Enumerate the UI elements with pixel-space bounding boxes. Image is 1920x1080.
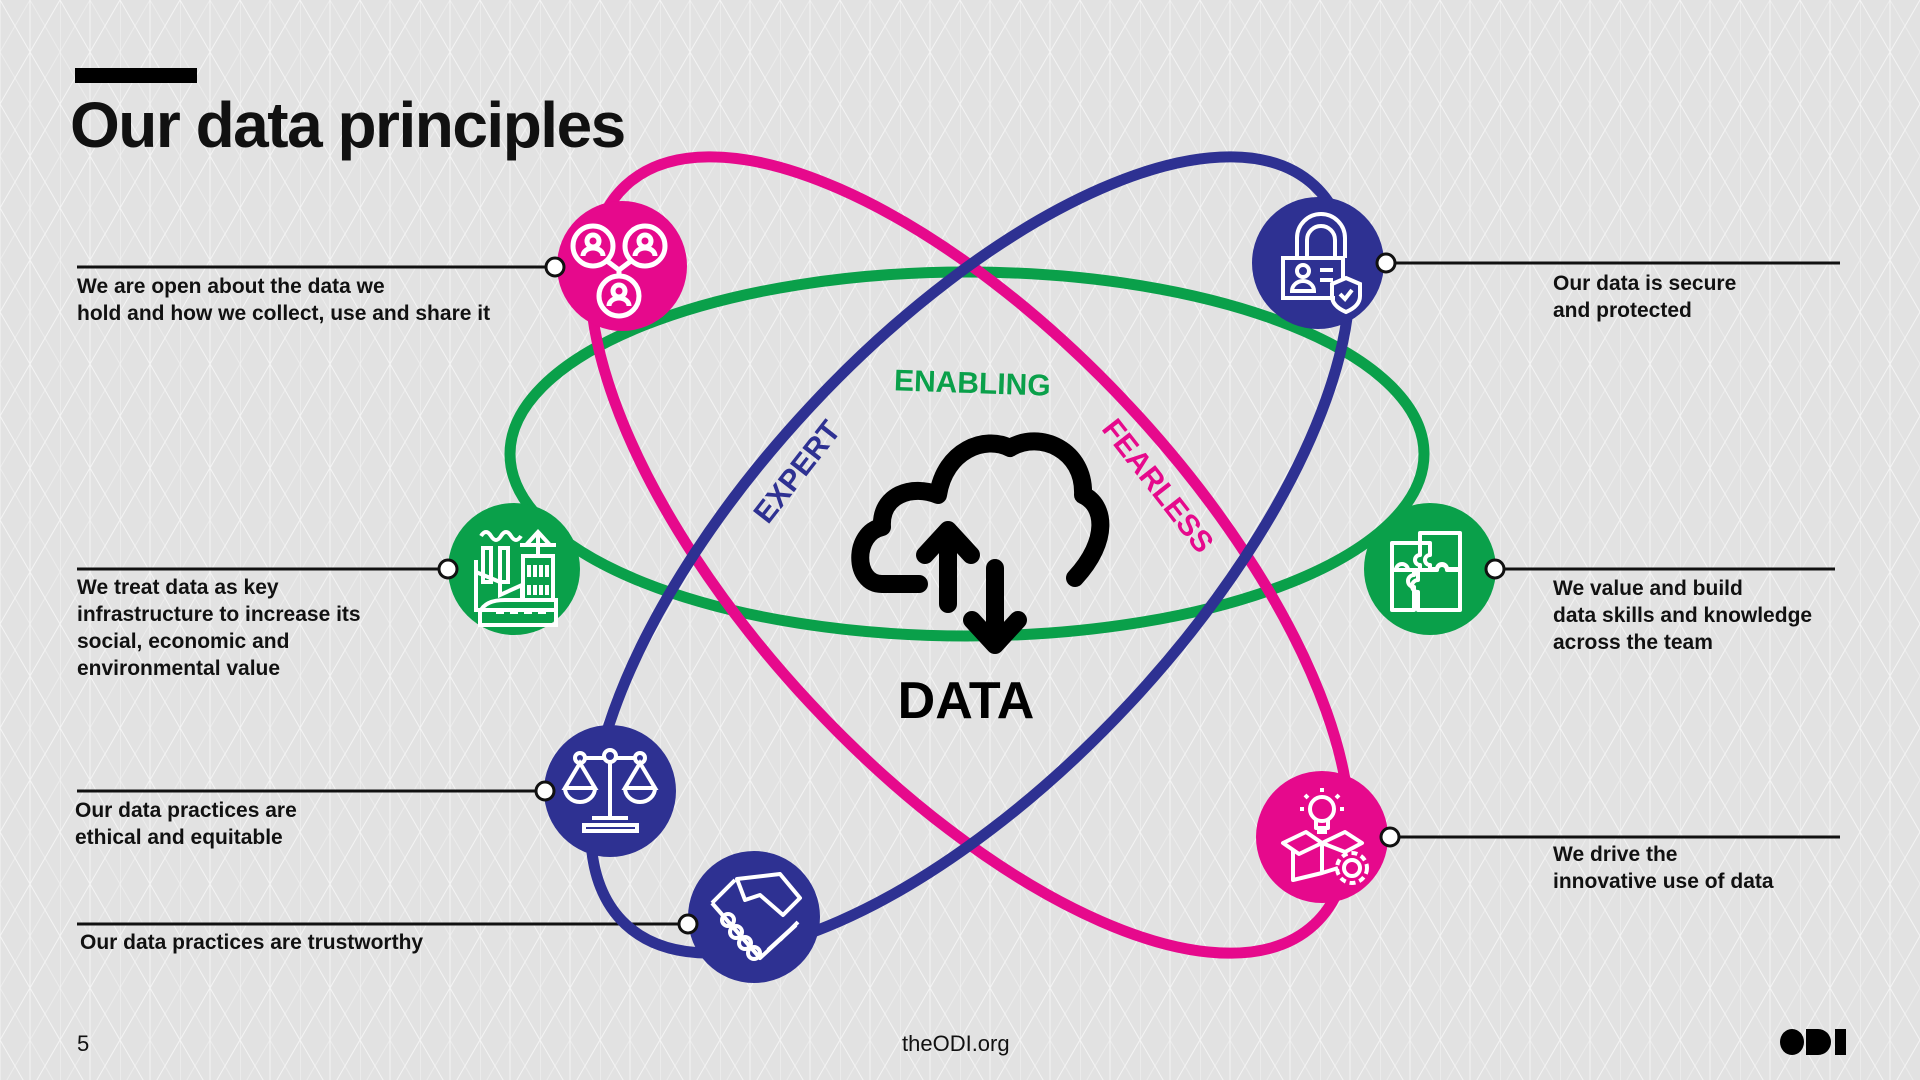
handshake-icon (710, 872, 802, 961)
ring-expert (584, 151, 1356, 959)
ring-label-expert: EXPERT (748, 415, 848, 530)
principle-node-infrastructure (448, 503, 580, 635)
ring-fearless (584, 151, 1356, 959)
connector-dots (437, 252, 1506, 935)
title-accent-bar (75, 68, 197, 83)
odi-logo (1780, 1029, 1846, 1055)
connector-lines (77, 261, 1840, 926)
puzzle-icon (1390, 531, 1462, 612)
page-number: 5 (77, 1031, 90, 1056)
principle-label-skills: We value and build data skills and knowl… (1553, 577, 1813, 654)
principle-label-open: We are open about the data we hold and h… (77, 275, 491, 325)
principle-node-open (557, 201, 687, 331)
dot-ethical (534, 780, 556, 802)
principle-node-innovative (1256, 771, 1388, 903)
dot-innovative (1379, 826, 1401, 848)
page-title: Our data principles (70, 89, 626, 161)
dot-skills (1484, 558, 1506, 580)
city-infrastructure-icon (474, 529, 558, 627)
ring-label-enabling: ENABLING (893, 364, 1051, 402)
scales-of-justice-icon (561, 748, 659, 833)
principle-node-secure (1252, 197, 1384, 329)
lightbulb-box-gear-icon (1281, 788, 1369, 885)
principle-label-trustworthy: Our data practices are trustworthy (80, 931, 424, 954)
dot-infrastructure (437, 558, 459, 580)
principle-label-secure: Our data is secure and protected (1553, 272, 1737, 322)
cloud-upload-download-icon (851, 432, 1110, 654)
principle-node-trustworthy (688, 851, 820, 983)
center-label: DATA (898, 672, 1035, 730)
principle-label-ethical: Our data practices are ethical and equit… (75, 799, 297, 849)
principle-node-skills (1364, 503, 1496, 635)
principle-label-infrastructure: We treat data as key infrastructure to i… (77, 576, 361, 680)
footer-url-link[interactable]: theODI.org (902, 1031, 1010, 1056)
principle-label-innovative: We drive the innovative use of data (1553, 843, 1774, 893)
lock-id-shield-icon (1281, 212, 1362, 315)
people-network-icon (570, 223, 668, 319)
principle-node-ethical (544, 725, 676, 857)
dot-secure (1375, 252, 1397, 274)
dot-open (544, 256, 566, 278)
dot-trustworthy (677, 913, 699, 935)
